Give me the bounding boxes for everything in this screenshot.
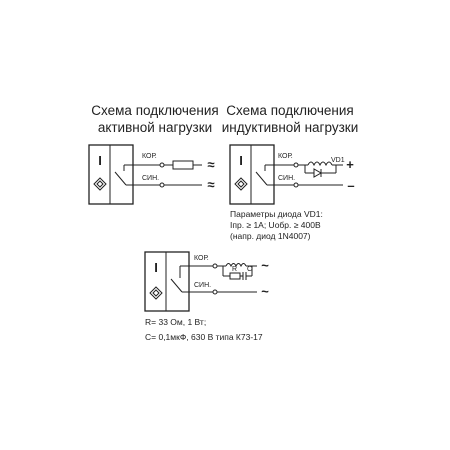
- minus-symbol: –: [347, 178, 354, 193]
- label-sin: СИН.: [194, 282, 211, 289]
- title-active-line2: активной нагрузки: [98, 120, 212, 135]
- diagram-rc-snubber: I R C ~ ~ КОР. СИН. R= 33: [144, 251, 269, 342]
- terminal-bottom: [293, 182, 299, 188]
- diode-symbol: [313, 168, 323, 178]
- sensor-target-icon: [149, 286, 163, 300]
- rc-param-line2: С= 0,1мкФ, 630 В типа К73-17: [145, 332, 263, 342]
- inductor-coil: [307, 161, 333, 167]
- title-inductive-load: Схема подключения индуктивной нагрузки: [222, 103, 358, 135]
- plus-symbol: +: [346, 157, 354, 172]
- title-inductive-line1: Схема подключения: [226, 103, 353, 118]
- title-inductive-line2: индуктивной нагрузки: [222, 120, 358, 135]
- diode-param-line3: (напр. диод 1N4007): [230, 231, 311, 241]
- switch-contact: [114, 171, 127, 186]
- label-kor: КОР.: [142, 153, 157, 160]
- ac-symbol-top: ~: [261, 258, 269, 273]
- ac-symbol-bottom: ≈: [207, 177, 214, 192]
- diode-param-line2: Iпр. ≥ 1А; Uобр. ≥ 400В: [230, 220, 321, 230]
- terminal-top: [212, 263, 218, 269]
- sensor-target-icon: [93, 177, 107, 191]
- title-active-line1: Схема подключения: [91, 103, 218, 118]
- sensor-mark: I: [154, 260, 158, 275]
- rc-param-line1: R= 33 Ом, 1 Вт;: [145, 317, 206, 327]
- label-r: R: [232, 266, 237, 273]
- ac-symbol-bottom: ~: [261, 284, 269, 299]
- sensor-block: I: [144, 251, 190, 312]
- diode-parameters: Параметры диода VD1: Iпр. ≥ 1А; Uобр. ≥ …: [230, 209, 323, 241]
- sensor-outline: [88, 144, 134, 205]
- diagram-active-load: I ≈ ≈ КОР. СИН.: [88, 144, 215, 205]
- label-c: C: [247, 266, 252, 273]
- label-sin: СИН.: [278, 175, 295, 182]
- sensor-block: I: [229, 144, 275, 205]
- diagram-inductive-load: I VD1 + – КОР. СИН. Параметры диода: [229, 144, 355, 241]
- label-kor: КОР.: [194, 255, 209, 262]
- load-resistor: [172, 160, 194, 170]
- sensor-block: I: [88, 144, 134, 205]
- sensor-outline: [229, 144, 275, 205]
- sensor-target-icon: [234, 177, 248, 191]
- title-active-load: Схема подключения активной нагрузки: [91, 103, 218, 135]
- ac-symbol-top: ≈: [207, 157, 214, 172]
- label-kor: КОР.: [278, 153, 293, 160]
- sensor-outline: [144, 251, 190, 312]
- rc-resistor: [229, 272, 241, 280]
- sensor-mark: I: [239, 153, 243, 168]
- terminal-top: [159, 162, 165, 168]
- switch-contact: [255, 171, 268, 186]
- terminal-bottom: [212, 289, 218, 295]
- terminal-top: [293, 162, 299, 168]
- diode-param-line1: Параметры диода VD1:: [230, 209, 323, 219]
- inductor-coil: [225, 263, 247, 268]
- sensor-mark: I: [98, 153, 102, 168]
- diode-label: VD1: [331, 157, 345, 164]
- label-sin: СИН.: [142, 175, 159, 182]
- switch-contact: [170, 278, 183, 293]
- rc-parameters: R= 33 Ом, 1 Вт; С= 0,1мкФ, 630 В типа К7…: [145, 317, 263, 342]
- terminal-bottom: [159, 182, 165, 188]
